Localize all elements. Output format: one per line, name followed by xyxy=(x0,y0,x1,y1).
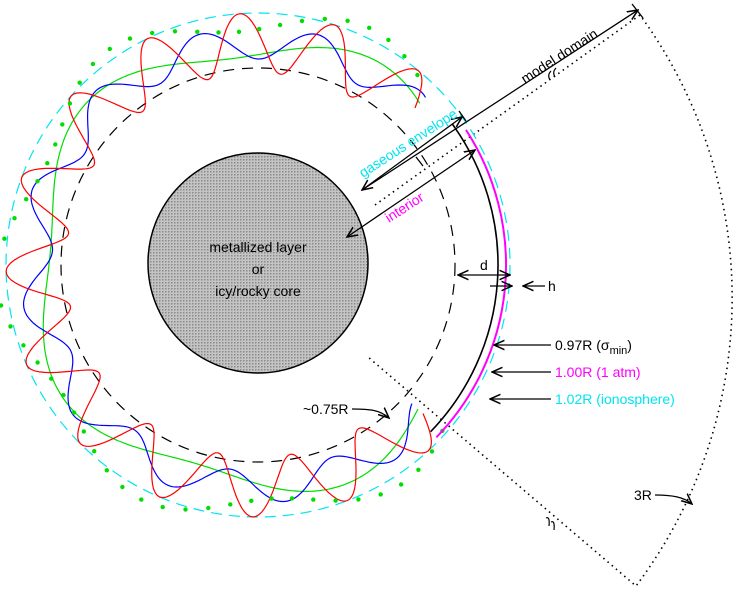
wave-group xyxy=(0,13,445,518)
interior-label: interior xyxy=(382,189,427,226)
core-label-3: icy/rocky core xyxy=(215,283,301,299)
break-mark-bottom xyxy=(545,517,555,531)
d-label: d xyxy=(480,257,488,273)
green-dot xyxy=(0,303,4,308)
green-dot xyxy=(92,449,97,454)
gaseous-envelope-tick xyxy=(458,110,467,122)
green-dot xyxy=(378,492,383,497)
green-dot xyxy=(356,497,361,502)
green-dot xyxy=(2,236,7,241)
green-dot xyxy=(386,37,391,43)
inner-dashed-circle xyxy=(60,67,456,463)
green-dot xyxy=(415,72,420,78)
green-dot xyxy=(120,484,125,490)
r3-arrow xyxy=(654,495,692,504)
r075-label: ~0.75R xyxy=(303,401,349,417)
green-dot xyxy=(8,324,13,329)
green-dot xyxy=(160,504,165,510)
model-domain-sector xyxy=(367,13,733,588)
green-dot xyxy=(172,29,178,34)
green-dot xyxy=(269,496,274,501)
green-wave xyxy=(42,46,421,492)
green-dot xyxy=(216,30,221,35)
green-dot xyxy=(21,343,26,348)
green-dot xyxy=(81,429,87,434)
one-atm-label: 1.00R (1 atm) xyxy=(555,364,641,380)
green-dot xyxy=(299,18,305,24)
green-dot xyxy=(429,449,435,454)
green-dot xyxy=(345,18,350,23)
green-dot xyxy=(139,497,144,502)
green-dot xyxy=(183,507,188,512)
green-dot xyxy=(367,25,372,30)
core xyxy=(147,152,369,374)
green-dot xyxy=(53,142,58,147)
green-dot xyxy=(416,467,421,472)
gaseous-envelope-label: gaseous envelope xyxy=(356,105,460,180)
interior-arrow xyxy=(347,150,475,237)
ionosphere-circle xyxy=(5,12,511,518)
green-dot xyxy=(90,61,96,67)
green-dot xyxy=(104,468,110,473)
green-dot xyxy=(277,22,283,28)
green-dot xyxy=(402,54,407,59)
green-dot xyxy=(12,216,17,221)
green-dot xyxy=(107,46,113,52)
green-dot xyxy=(71,410,77,415)
green-dot xyxy=(398,482,404,487)
green-dot xyxy=(150,30,155,36)
green-dot xyxy=(206,505,211,511)
green-dot xyxy=(195,29,200,34)
green-dot xyxy=(45,161,50,166)
green-dot xyxy=(257,26,262,32)
one-atm-arc xyxy=(435,129,508,438)
green-dot xyxy=(77,80,82,85)
red-wave xyxy=(5,13,433,518)
green-dot xyxy=(60,122,65,127)
r075-arrow xyxy=(351,409,389,418)
green-dot xyxy=(333,498,338,503)
green-dot xyxy=(67,101,73,106)
break-mark-top xyxy=(548,67,557,81)
green-dot xyxy=(35,360,40,365)
h-label: h xyxy=(548,278,556,294)
green-dot xyxy=(311,497,316,502)
core-label-1: metallized layer xyxy=(209,239,307,255)
green-dot xyxy=(249,498,254,503)
green-dot xyxy=(127,36,133,41)
ionosphere-label: 1.02R (ionosphere) xyxy=(555,391,675,407)
green-dot xyxy=(49,376,54,381)
model-domain-tick xyxy=(631,3,644,19)
green-dot xyxy=(289,496,295,501)
green-dot xyxy=(35,179,40,184)
green-dot xyxy=(228,502,233,507)
blue-wave xyxy=(23,32,427,503)
model-domain-label: model domain xyxy=(518,25,600,86)
green-dot xyxy=(322,16,327,22)
r3-label: 3R xyxy=(634,487,652,503)
green-dot xyxy=(236,29,242,34)
green-dot xyxy=(24,197,29,202)
sigma-min-label: 0.97R (σmin) xyxy=(555,337,632,357)
green-dot xyxy=(61,392,66,398)
core-label-2: or xyxy=(252,261,265,277)
interior-tick xyxy=(415,156,424,167)
